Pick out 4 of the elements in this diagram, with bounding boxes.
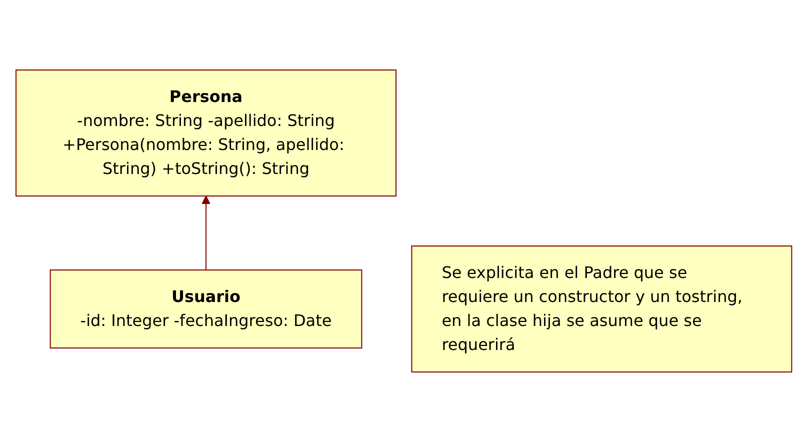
- node-box: Usuario -id: Integer -fechaIngreso: Date: [49, 269, 362, 348]
- arrow: [201, 195, 210, 270]
- node-box: Se explicita en el Padre que se requiere un constructor y un tostring, en la clase hija se asume que se requerirá: [410, 245, 792, 372]
- node-box: Persona -nombre: String -apellido: String +Persona(nombre: String, apellido: String) +toString(): String: [15, 69, 396, 196]
